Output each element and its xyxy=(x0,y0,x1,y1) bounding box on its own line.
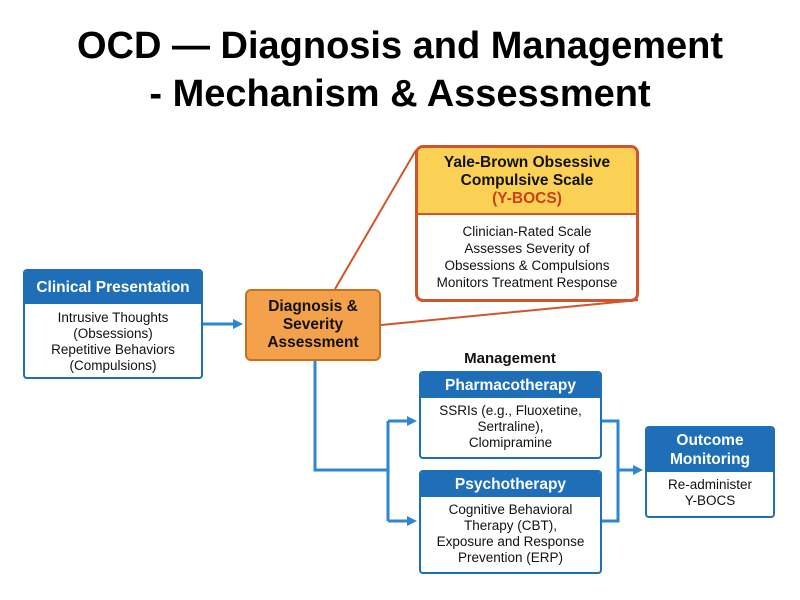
outcome-monitoring-body: Re-administer Y-BOCS xyxy=(647,472,773,515)
pharmacotherapy-line: SSRIs (e.g., Fluoxetine, xyxy=(439,403,582,418)
diagnosis-line: Severity xyxy=(282,316,344,333)
pharmacotherapy-line: Sertraline), xyxy=(477,419,544,434)
ybocs-callout-box: Yale-Brown Obsessive Compulsive Scale (Y… xyxy=(415,145,639,302)
pharmacotherapy-heading: Pharmacotherapy xyxy=(421,373,600,398)
clinical-presentation-body: Intrusive Thoughts (Obsessions) Repetiti… xyxy=(25,304,201,377)
outcome-heading-line: Monitoring xyxy=(669,451,751,468)
management-label: Management xyxy=(464,350,556,367)
psychotherapy-box: Psychotherapy Cognitive Behavioral Thera… xyxy=(419,470,602,574)
diagnosis-assessment-box: Diagnosis & Severity Assessment xyxy=(245,289,381,361)
psychotherapy-line: Prevention (ERP) xyxy=(457,550,564,565)
psychotherapy-line: Therapy (CBT), xyxy=(463,518,558,533)
outcome-monitoring-heading: Outcome Monitoring xyxy=(647,428,773,472)
clinical-presentation-heading: Clinical Presentation xyxy=(25,271,201,304)
psychotherapy-line: Cognitive Behavioral xyxy=(448,502,573,517)
clinical-line: Repetitive Behaviors xyxy=(51,342,175,357)
ybocs-line: Monitors Treatment Response xyxy=(436,275,618,290)
clinical-line: (Obsessions) xyxy=(73,326,153,341)
psychotherapy-line: Exposure and Response xyxy=(436,534,585,549)
outcome-monitoring-box: Outcome Monitoring Re-administer Y-BOCS xyxy=(645,426,775,518)
clinical-line: Intrusive Thoughts xyxy=(57,310,169,325)
callout-line-top xyxy=(334,149,417,290)
ybocs-line: Assesses Severity of xyxy=(464,241,590,256)
diagnosis-line: Assessment xyxy=(267,334,359,351)
pharmacotherapy-line: Clomipramine xyxy=(468,435,553,450)
connector-diagnosis-to-branch xyxy=(313,361,388,472)
psychotherapy-body: Cognitive Behavioral Therapy (CBT), Expo… xyxy=(421,497,600,572)
connector-pharma-to-merge xyxy=(602,419,620,470)
outcome-line: Re-administer xyxy=(667,477,753,492)
pharmacotherapy-box: Pharmacotherapy SSRIs (e.g., Fluoxetine,… xyxy=(419,371,602,459)
connector-psycho-to-merge xyxy=(602,470,620,523)
psychotherapy-heading: Psychotherapy xyxy=(421,472,600,497)
pharmacotherapy-body: SSRIs (e.g., Fluoxetine, Sertraline), Cl… xyxy=(421,398,600,457)
outcome-heading-line: Outcome xyxy=(676,432,744,449)
ybocs-line: Clinician-Rated Scale xyxy=(462,224,592,239)
ybocs-heading-line: Compulsive Scale xyxy=(460,172,594,189)
ybocs-heading: Yale-Brown Obsessive Compulsive Scale (Y… xyxy=(418,148,636,215)
page-title: OCD — Diagnosis and Management - Mechani… xyxy=(0,22,800,118)
ybocs-line: Obsessions & Compulsions xyxy=(444,258,610,273)
diagnosis-line: Diagnosis & xyxy=(268,298,358,315)
ybocs-abbreviation: (Y-BOCS) xyxy=(492,190,562,207)
ybocs-body: Clinician-Rated Scale Assesses Severity … xyxy=(418,215,636,299)
callout-line-bottom xyxy=(380,299,639,326)
clinical-line: (Compulsions) xyxy=(69,358,157,373)
clinical-presentation-box: Clinical Presentation Intrusive Thoughts… xyxy=(23,269,203,379)
ybocs-heading-line: Yale-Brown Obsessive xyxy=(443,154,611,171)
title-line-1: OCD — Diagnosis and Management xyxy=(76,25,724,67)
outcome-line: Y-BOCS xyxy=(684,493,736,508)
title-line-2: - Mechanism & Assessment xyxy=(149,73,651,115)
